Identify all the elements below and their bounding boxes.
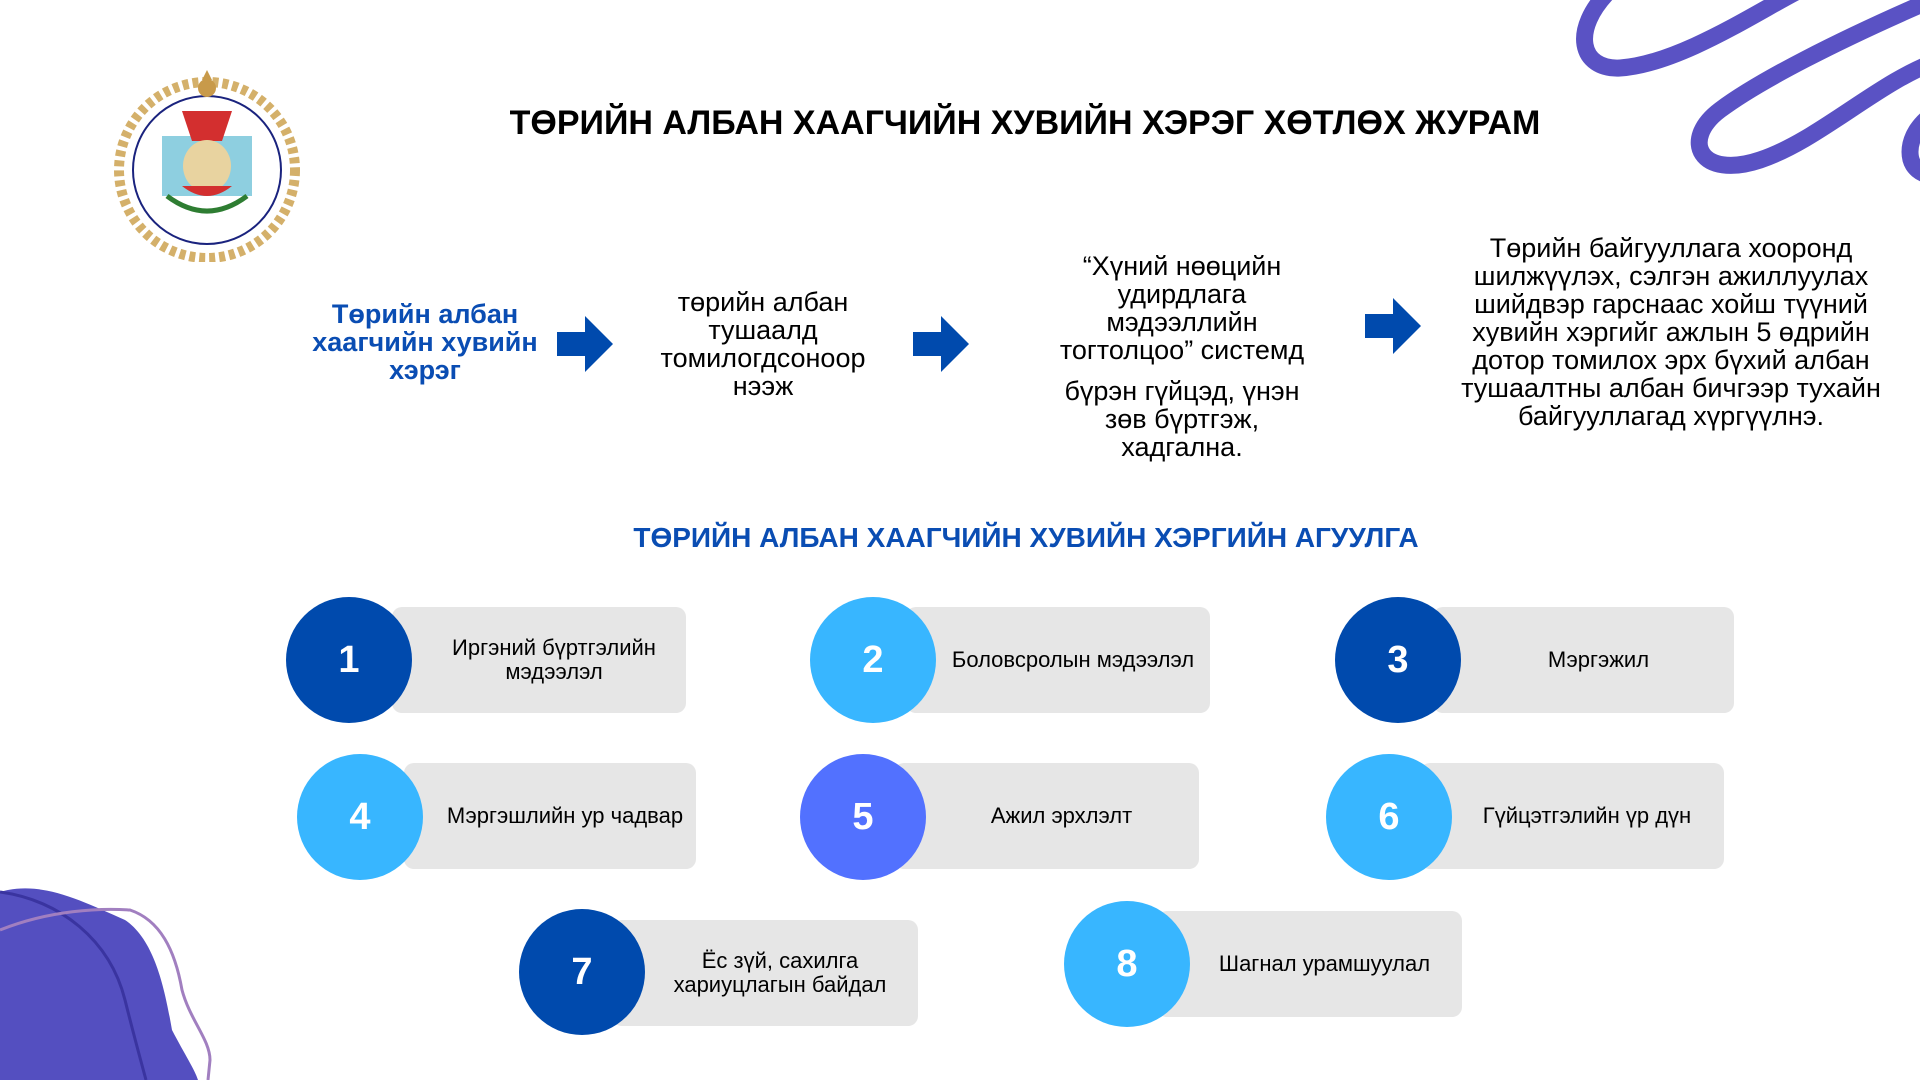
flow-step-3-system: “Хүний нөөцийн удирдлага мэдээллийн тогт… (1059, 251, 1305, 365)
flow-step-1: Төрийн албан хаагчийн хувийн хэрэг (312, 299, 538, 385)
agency-logo (114, 70, 300, 262)
item-number-badge: 7 (519, 909, 645, 1035)
arrow-right-icon (913, 316, 969, 372)
item-number-badge: 3 (1335, 597, 1461, 723)
content-item-card: Боловсролын мэдээлэл (906, 607, 1210, 713)
item-number-badge: 1 (286, 597, 412, 723)
flow-step-2: төрийн албан тушаалд томилогдсоноор нээж (660, 287, 866, 401)
decorative-blob (0, 888, 212, 1080)
decorative-squiggle (1576, 0, 1920, 181)
content-item-card: Иргэний бүртгэлийн мэдээлэл (392, 607, 686, 713)
item-number-badge: 4 (297, 754, 423, 880)
item-number-badge: 6 (1326, 754, 1452, 880)
flow-step-3-record: бүрэн гүйцэд, үнэн зөв бүртгэж, хадгална… (1064, 376, 1300, 462)
arrow-right-icon (1365, 298, 1421, 354)
item-number-badge: 2 (810, 597, 936, 723)
content-item-card: Мэргэжил (1433, 607, 1734, 713)
page-title: ТӨРИЙН АЛБАН ХААГЧИЙН ХУВИЙН ХЭРЭГ ХӨТЛӨ… (509, 104, 1541, 142)
content-item-card: Мэргэшлийн ур чадвар (404, 763, 696, 869)
content-item-card: Ажил эрхлэлт (894, 763, 1199, 869)
item-number-badge: 8 (1064, 901, 1190, 1027)
arrow-right-icon (557, 316, 613, 372)
content-item-card: Гүйцэтгэлийн үр дүн (1420, 763, 1724, 869)
item-number-badge: 5 (800, 754, 926, 880)
section-title: ТӨРИЙН АЛБАН ХААГЧИЙН ХУВИЙН ХЭРГИЙН АГУ… (633, 522, 1419, 553)
content-item-card: Ёс зүй, сахилга хариуцлагын байдал (612, 920, 918, 1026)
flow-step-4: Төрийн байгууллага хооронд шилжүүлэх, сэ… (1461, 233, 1881, 431)
content-item-card: Шагнал урамшуулал (1157, 911, 1462, 1017)
